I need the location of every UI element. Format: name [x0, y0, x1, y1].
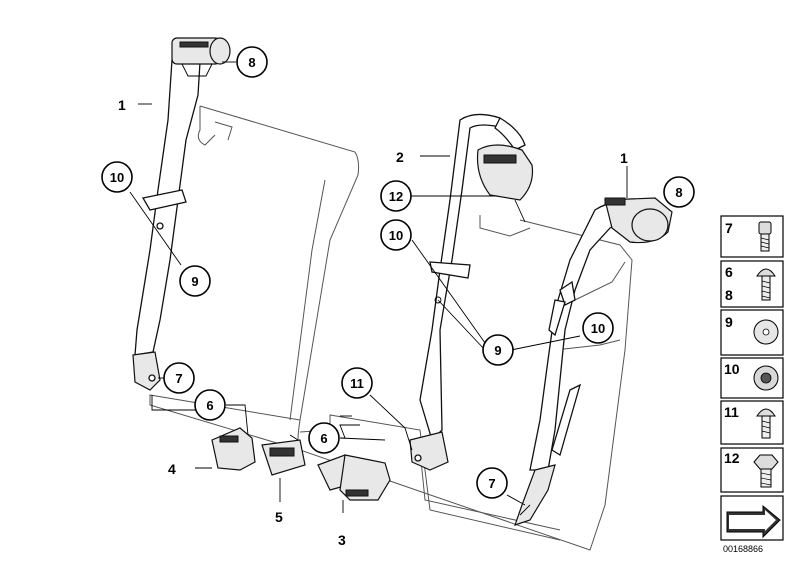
cap-icon	[753, 319, 779, 345]
svg-text:12: 12	[389, 189, 403, 204]
reference-number: 00168866	[723, 544, 763, 554]
svg-text:10: 10	[724, 361, 740, 377]
callout-6-center: 6	[308, 422, 340, 454]
callout-11: 11	[341, 367, 373, 399]
svg-text:12: 12	[724, 450, 740, 466]
svg-text:7: 7	[175, 371, 182, 386]
svg-text:6: 6	[320, 431, 327, 446]
callout-10-right: 10	[582, 312, 614, 344]
svg-text:10: 10	[389, 228, 403, 243]
callout-12: 12	[380, 180, 412, 212]
buckle-part-4	[211, 427, 256, 471]
legend-row-11: 11	[720, 400, 784, 445]
legend-row-12: 12	[720, 447, 784, 493]
svg-text:6: 6	[725, 264, 733, 280]
svg-text:7: 7	[488, 476, 495, 491]
svg-text:8: 8	[725, 287, 733, 303]
bolt-round-head-icon	[756, 268, 776, 301]
callout-7-left: 7	[163, 362, 195, 394]
bolt-hex-icon	[753, 454, 779, 488]
right-seat-belt	[514, 202, 633, 526]
svg-text:6: 6	[206, 398, 213, 413]
leader-lines	[129, 61, 628, 513]
right-retractor	[604, 197, 673, 244]
label-part-5: 5	[275, 509, 283, 525]
parts-legend: 7 6 8 9	[720, 215, 784, 554]
bolt-round-head-icon	[756, 408, 776, 439]
center-retractor	[476, 144, 534, 223]
buckle-part-5	[261, 434, 306, 476]
label-part-1-right: 1	[620, 150, 628, 166]
svg-text:9: 9	[725, 314, 733, 330]
legend-row-9: 9	[720, 309, 784, 356]
callout-6-left: 6	[194, 389, 226, 421]
label-part-2: 2	[396, 149, 404, 165]
legend-row-7: 7	[720, 215, 784, 258]
svg-text:9: 9	[494, 343, 501, 358]
callout-9-left: 9	[179, 265, 211, 297]
callout-10-center: 10	[380, 219, 412, 251]
buckle-part-3	[317, 454, 391, 501]
legend-row-6-8: 6 8	[720, 260, 784, 308]
svg-text:8: 8	[675, 185, 682, 200]
svg-text:7: 7	[725, 220, 733, 236]
svg-text:11: 11	[350, 376, 364, 391]
label-part-1-left: 1	[118, 97, 126, 113]
left-retractor	[171, 37, 231, 77]
svg-text:11: 11	[724, 404, 739, 420]
washer-icon	[753, 365, 779, 391]
svg-text:9: 9	[191, 274, 198, 289]
left-seat-belt	[132, 59, 201, 391]
callout-8-left: 8	[236, 46, 268, 78]
legend-row-arrow	[720, 495, 784, 541]
svg-text:10: 10	[591, 321, 605, 336]
bolt-icon	[758, 221, 772, 252]
svg-text:8: 8	[248, 55, 255, 70]
legend-row-10: 10	[720, 357, 784, 399]
arrow-icon	[726, 504, 781, 539]
label-part-3: 3	[338, 532, 346, 548]
svg-text:10: 10	[110, 170, 124, 185]
label-part-4: 4	[168, 461, 176, 477]
callout-8-right: 8	[663, 176, 695, 208]
callout-10-left: 10	[101, 161, 133, 193]
callout-7-right: 7	[476, 467, 508, 499]
callout-9-center: 9	[482, 334, 514, 366]
